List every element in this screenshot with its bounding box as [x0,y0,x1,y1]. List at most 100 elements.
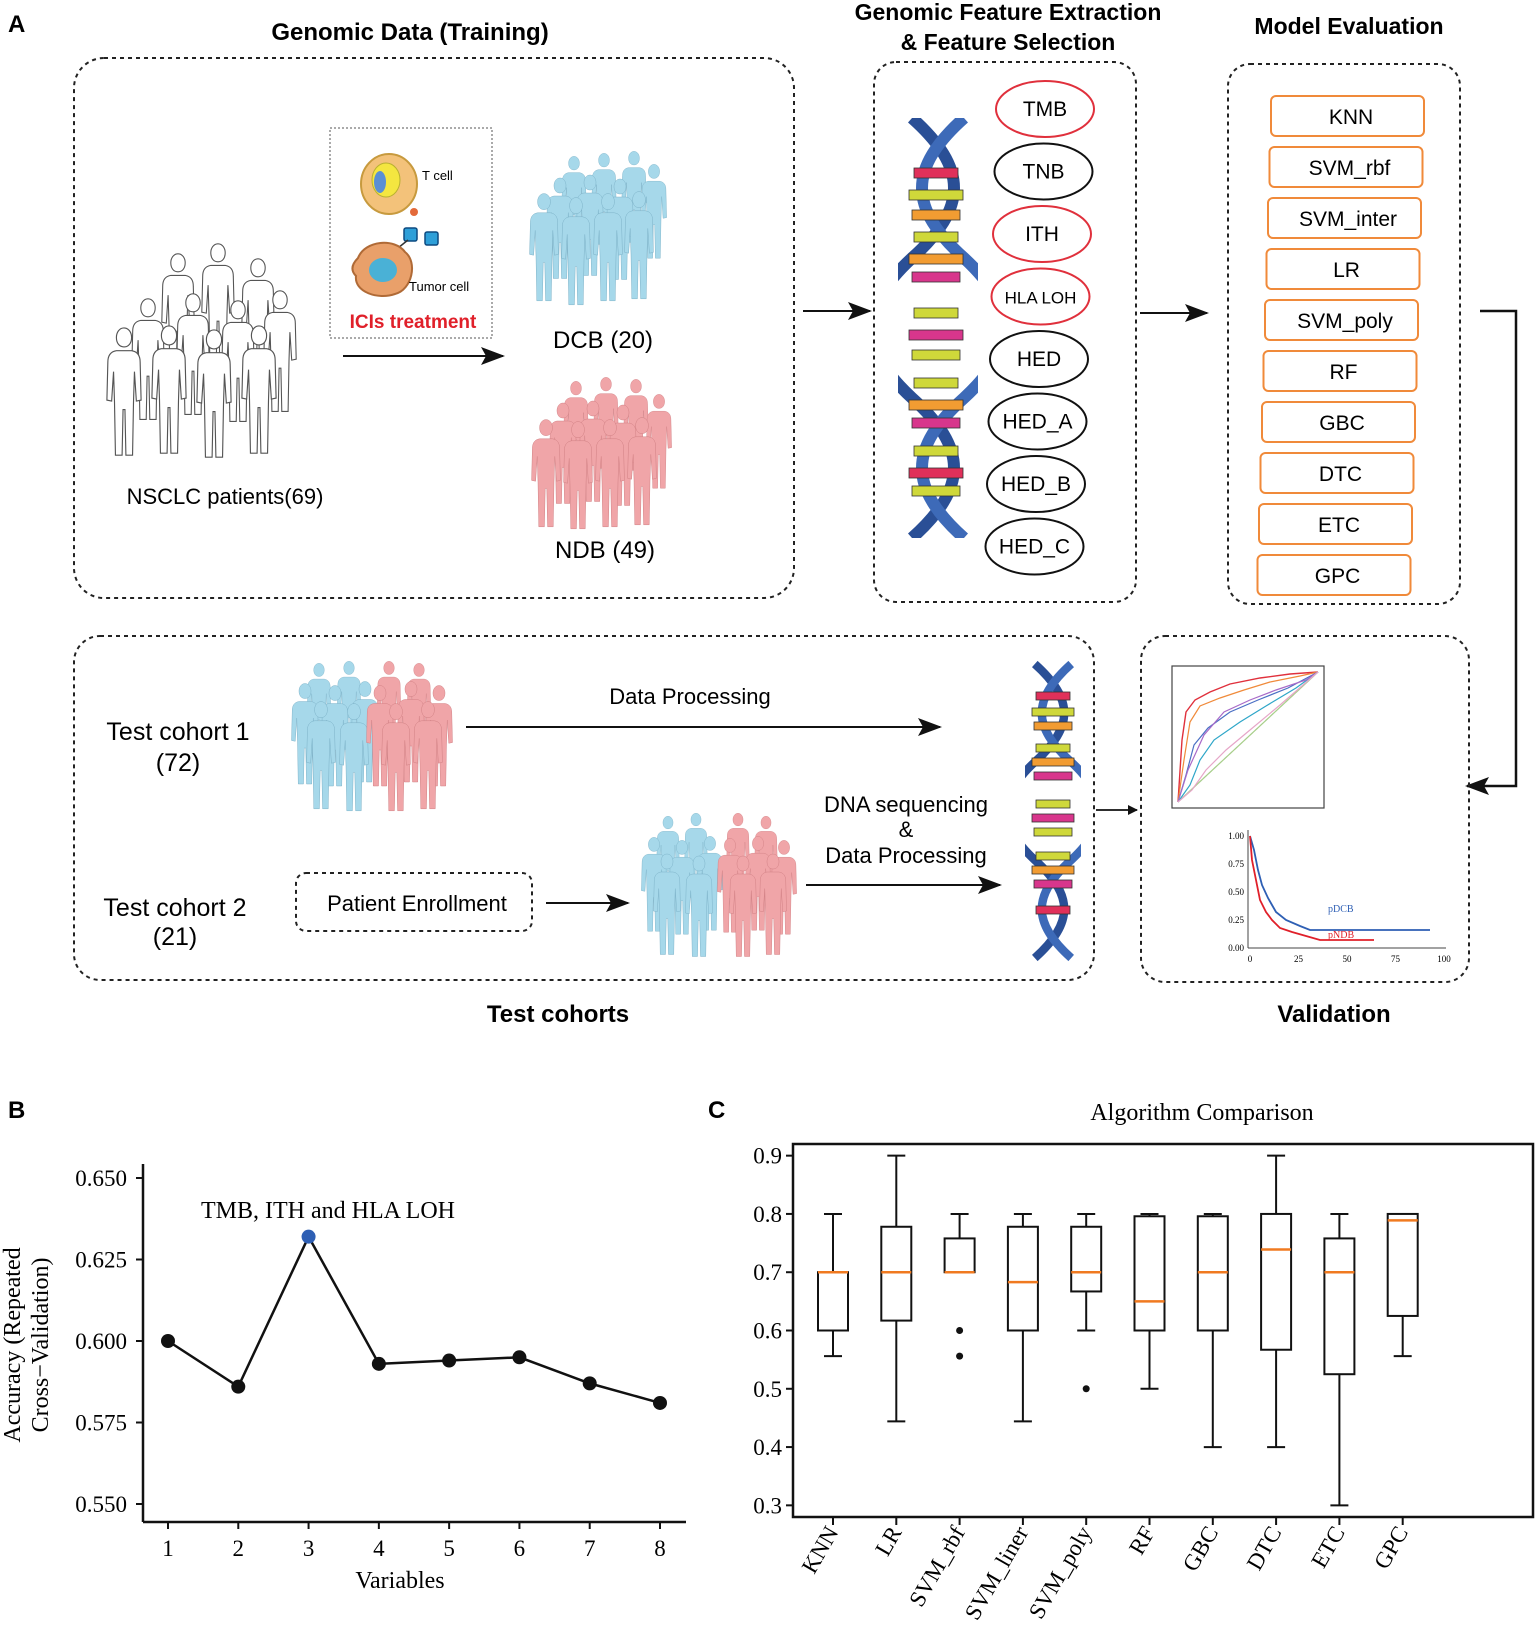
model-gbc: GBC [1261,401,1416,443]
outlier-point [1082,1385,1090,1393]
feature-label: HED [1017,348,1061,371]
c-y-tick-label: 0.4 [753,1435,782,1460]
training-section: Genomic Data (Training) NSCLC patients(6… [73,19,795,599]
box-svm_rbf [943,1212,976,1360]
iqr-box [817,1271,849,1332]
b-x-tick-label: 3 [303,1536,315,1561]
km-pdcb-label: pDCB [1328,904,1354,915]
box-dtc [1260,1154,1293,1449]
training-box [73,57,795,599]
feature-tnb: TNB [993,142,1094,201]
model-box-item [1267,197,1422,239]
model-box-item [1261,401,1416,443]
model-section: Model Evaluation KNNSVM_rbfSVM_interLRSV… [1227,13,1461,605]
model-svm_poly: SVM_poly [1264,299,1419,341]
b-marks [161,1229,667,1410]
cohort1-count: (72) [156,749,200,777]
ndb-patients-figure [531,377,672,530]
km-y-tick-label: 0.00 [1228,943,1244,953]
b-y-tick-label: 0.625 [75,1248,127,1273]
model-box-item [1264,299,1419,341]
c-x-tick-label: GBC [1178,1522,1223,1575]
feature-label: TMB [1023,98,1067,121]
validation-box [1140,635,1470,983]
t-cell-icon [360,153,418,216]
box-etc [1323,1212,1356,1507]
dcb-patients-figure [529,151,667,306]
feature-oval [995,80,1095,138]
feature-oval [990,267,1091,326]
km-y-tick-label: 0.75 [1228,859,1244,869]
model-list: KNNSVM_rbfSVM_interLRSVM_polyRFGBCDTCETC… [1256,95,1425,596]
c-x-tick-label: DTC [1242,1522,1287,1574]
model-knn: KNN [1270,95,1425,137]
c-y-tick-label: 0.8 [753,1202,782,1227]
c-x-tick-label: SVM_liner [960,1522,1034,1624]
model-dtc: DTC [1259,452,1415,494]
b-y-tick-label: 0.550 [75,1492,127,1517]
model-to-validation-arrow [1465,309,1518,795]
feature-label: HED_A [1002,411,1072,434]
feature-oval [984,517,1085,576]
dna-sequencing-label: DNA sequencing [824,792,988,817]
km-y-tick-label: 0.50 [1228,887,1244,897]
ndb-label: NDB (49) [555,537,655,564]
tumor-cell-label: Tumor cell [409,279,469,294]
km-x-tick-label: 100 [1437,954,1451,964]
iqr-box [1070,1225,1103,1293]
feature-label: HED_B [1001,473,1071,496]
outlier-point [956,1327,964,1334]
b-y-tick-label: 0.575 [75,1411,127,1436]
feature-hla-loh: HLA LOH [990,267,1091,326]
model-svm_inter: SVM_inter [1267,197,1422,239]
b-data-point [161,1334,175,1348]
model-label: DTC [1319,463,1362,486]
model-box-item [1259,452,1415,494]
t-cell-label: T cell [422,168,453,183]
b-x-tick-label: 2 [233,1536,245,1561]
box-gpc [1386,1212,1419,1358]
training-title: Genomic Data (Training) [271,19,548,46]
model-box-item [1256,554,1412,596]
c-y-tick-label: 0.3 [753,1493,782,1518]
roc-thumbnail [1171,665,1325,809]
b-data-point [512,1350,527,1365]
b-highlight-point [301,1229,316,1244]
model-label: ETC [1318,514,1360,537]
b-data-point [653,1395,667,1410]
cohort2-patients-figure [641,812,797,957]
feature-oval [992,205,1092,263]
b-x-tick-label: 7 [584,1536,596,1561]
feature-tmb: TMB [995,80,1095,138]
feature-label: TNB [1023,161,1065,184]
treatment-box: T cell Tumor cell ICIs treatment [329,127,493,339]
feature-hed_c: HED_C [984,517,1085,576]
panel-c: C Algorithm Comparison 0.30.40.50.60.70.… [708,1097,1535,1624]
model-box-item [1268,146,1424,188]
tumor-cell-icon [351,241,414,297]
cohort2-label: Test cohort 2 [103,894,246,922]
km-x-tick-label: 50 [1343,954,1353,964]
km-y-tick-label: 1.00 [1228,831,1244,841]
b-x-tick-label: 6 [514,1536,526,1561]
feature-oval [987,392,1088,451]
c-y-tick-label: 0.6 [753,1319,782,1344]
iqr-box [1006,1225,1039,1332]
test-dna-helix-icon [1006,664,1099,958]
b-y-tick-label: 0.650 [75,1166,127,1191]
feature-oval [993,142,1094,201]
patient-enrollment-box [295,872,533,932]
cohort1-label: Test cohort 1 [106,718,249,746]
box-lr [880,1154,913,1423]
b-data-point [231,1379,246,1394]
dna-ampersand-label: & [899,817,914,842]
b-x-tick-label: 5 [443,1536,455,1561]
km-x-tick-label: 0 [1248,954,1253,964]
